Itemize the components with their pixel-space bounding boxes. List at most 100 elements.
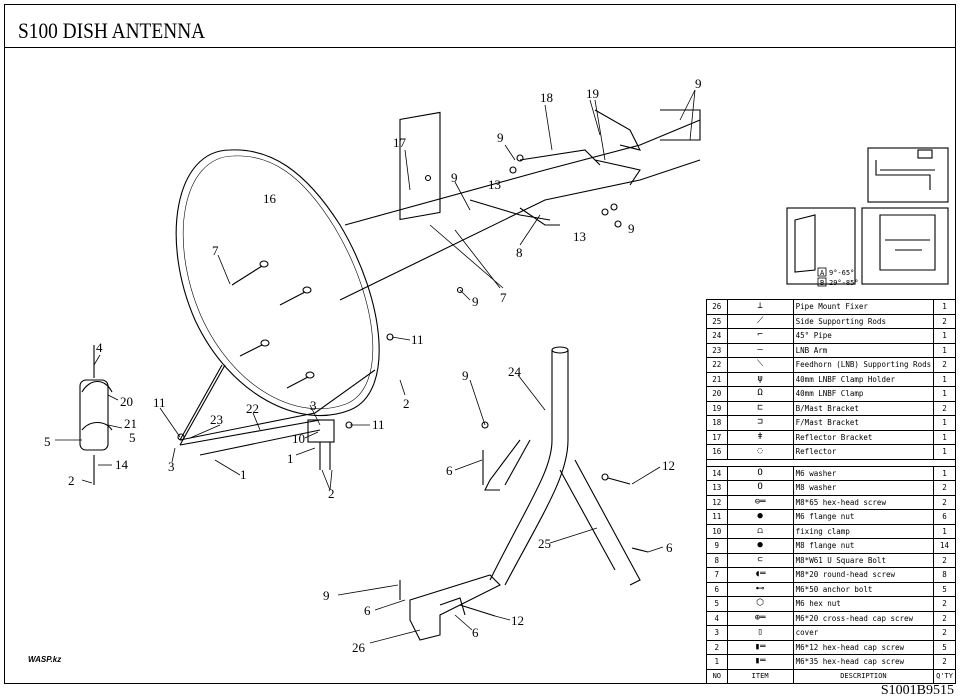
fixing-clamp bbox=[307, 419, 335, 470]
part-description: LNB Arm bbox=[792, 342, 935, 358]
callout-labels: 16 7 17 9 7 9 18 19 9 9 13 8 13 9 11 2 4… bbox=[44, 76, 702, 655]
part-quantity: 1 bbox=[933, 299, 956, 315]
part-quantity: 2 bbox=[933, 610, 956, 626]
svg-text:1: 1 bbox=[287, 451, 294, 466]
svg-text:10: 10 bbox=[292, 431, 305, 446]
part-number: 19 bbox=[706, 400, 728, 416]
svg-text:9°-65°: 9°-65° bbox=[829, 269, 854, 277]
part-description: fixing clamp bbox=[792, 523, 935, 539]
part-quantity: 5 bbox=[933, 581, 956, 597]
svg-text:8: 8 bbox=[516, 245, 523, 260]
part-number: 6 bbox=[706, 581, 728, 597]
cover-icon: ▯ bbox=[726, 625, 794, 641]
svg-text:B: B bbox=[820, 279, 824, 287]
svg-text:4: 4 bbox=[96, 340, 103, 355]
svg-text:13: 13 bbox=[488, 177, 501, 192]
fixing-clamp-icon: ⩍ bbox=[726, 523, 794, 539]
part-number: 11 bbox=[706, 509, 728, 525]
svg-text:29°-85°: 29°-85° bbox=[829, 279, 859, 287]
f-mast-bracket-icon: ⊐ bbox=[726, 415, 794, 431]
side-supporting-rods bbox=[484, 439, 641, 586]
part-number: 12 bbox=[706, 494, 728, 510]
part-quantity: 6 bbox=[933, 509, 956, 525]
svg-text:11: 11 bbox=[153, 395, 166, 410]
washer-icon: O bbox=[726, 480, 794, 496]
part-quantity: 1 bbox=[933, 415, 956, 431]
hex-nut-icon: ⬡ bbox=[726, 596, 794, 612]
svg-text:20: 20 bbox=[120, 394, 133, 409]
part-number: 1 bbox=[706, 654, 728, 670]
svg-text:7: 7 bbox=[212, 243, 219, 258]
part-number: 5 bbox=[706, 596, 728, 612]
part-number: 10 bbox=[706, 523, 728, 539]
part-number: 3 bbox=[706, 625, 728, 641]
part-description: 40mm LNBF Clamp Holder bbox=[792, 371, 935, 387]
feedhorn-rod-icon: ⟍ bbox=[726, 357, 794, 373]
part-quantity: 2 bbox=[933, 654, 956, 670]
svg-text:14: 14 bbox=[115, 457, 129, 472]
svg-text:18: 18 bbox=[540, 90, 553, 105]
inset-detail-right bbox=[861, 207, 949, 285]
part-quantity: 1 bbox=[933, 386, 956, 402]
svg-text:11: 11 bbox=[372, 417, 385, 432]
part-description: Side Supporting Rods bbox=[792, 313, 935, 329]
anchor-bolt-icon: ⊷ bbox=[726, 581, 794, 597]
cross-screw-icon: ⊕═ bbox=[726, 610, 794, 626]
part-number: 2 bbox=[706, 639, 728, 655]
svg-text:22: 22 bbox=[246, 401, 259, 416]
reflector-icon: ◌ bbox=[726, 444, 794, 460]
svg-text:16: 16 bbox=[263, 191, 277, 206]
pipe-mount-fixer bbox=[409, 574, 501, 641]
part-quantity: 1 bbox=[933, 465, 956, 481]
part-number: 18 bbox=[706, 415, 728, 431]
svg-text:17: 17 bbox=[393, 135, 407, 150]
part-description: 45° Pipe bbox=[792, 328, 935, 344]
part-quantity: 2 bbox=[933, 494, 956, 510]
svg-text:9: 9 bbox=[472, 294, 479, 309]
dish-screws bbox=[231, 260, 315, 389]
part-description: M8*W61 U Square Bolt bbox=[792, 552, 935, 568]
svg-text:9: 9 bbox=[497, 130, 504, 145]
reflector-dish bbox=[175, 149, 380, 417]
part-quantity: 2 bbox=[933, 400, 956, 416]
svg-text:9: 9 bbox=[628, 221, 635, 236]
part-description: M8*65 hex-head screw bbox=[792, 494, 935, 510]
svg-text:24: 24 bbox=[508, 364, 522, 379]
svg-text:13: 13 bbox=[573, 229, 586, 244]
part-number: 22 bbox=[706, 357, 728, 373]
svg-text:6: 6 bbox=[472, 625, 479, 640]
part-description: M6 flange nut bbox=[792, 509, 935, 525]
svg-text:2: 2 bbox=[68, 473, 75, 488]
svg-text:23: 23 bbox=[210, 412, 223, 427]
svg-text:9: 9 bbox=[323, 588, 330, 603]
washer-icon: O bbox=[726, 465, 794, 481]
side-rods-icon: ⟋ bbox=[726, 313, 794, 329]
part-description: M6*50 anchor bolt bbox=[792, 581, 935, 597]
part-number: 17 bbox=[706, 429, 728, 445]
b-mast-bracket-icon: ⊏ bbox=[726, 400, 794, 416]
svg-text:25: 25 bbox=[538, 536, 551, 551]
header-no: NO bbox=[706, 668, 728, 684]
document-number: S1001B9515 bbox=[880, 683, 954, 698]
part-quantity: 5 bbox=[933, 639, 956, 655]
part-description: cover bbox=[792, 625, 935, 641]
part-description: M6*20 cross-head cap screw bbox=[792, 610, 935, 626]
part-number: 9 bbox=[706, 538, 728, 554]
header-item: ITEM bbox=[726, 668, 794, 684]
inset-range-labels: A 9°-65° B 29°-85° bbox=[820, 269, 859, 287]
round-screw-icon: ◖═ bbox=[726, 567, 794, 583]
